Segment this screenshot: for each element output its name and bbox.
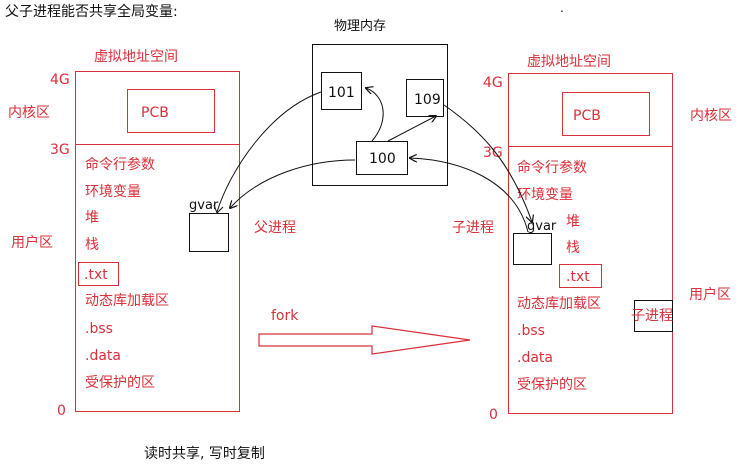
child-segment-txt: .txt bbox=[566, 269, 590, 285]
parent-segment-stack: 栈 bbox=[85, 237, 99, 253]
memory-cell-109: 109 bbox=[406, 79, 444, 117]
child-segment-dynlib: 动态库加载区 bbox=[517, 296, 601, 312]
parent-segment-heap: 堆 bbox=[85, 210, 99, 226]
child-segment-txt-box: .txt bbox=[559, 264, 602, 288]
memory-cell-101-value: 101 bbox=[328, 85, 355, 101]
parent-gvar-box bbox=[189, 213, 229, 252]
memory-cell-100-value: 100 bbox=[369, 151, 396, 167]
child-segment-stack: 栈 bbox=[566, 240, 580, 256]
arrowhead-gvar-upper bbox=[213, 204, 224, 214]
child-kernel-label: 内核区 bbox=[690, 108, 732, 124]
child-gvar-box bbox=[513, 233, 552, 265]
memory-cell-109-value: 109 bbox=[414, 92, 441, 108]
parent-pcb-label: PCB bbox=[141, 105, 169, 121]
child-segment-bss: .bss bbox=[517, 323, 545, 339]
child-segment-data: .data bbox=[517, 350, 553, 366]
child-address-space bbox=[508, 73, 673, 414]
stray-dot: . bbox=[560, 1, 564, 15]
parent-segment-cmdline: 命令行参数 bbox=[85, 157, 155, 173]
child-side-box-label: 子进程 bbox=[631, 308, 673, 324]
caption: 读时共享, 写时复制 bbox=[144, 446, 265, 462]
child-pcb-box: PCB bbox=[562, 92, 650, 136]
parent-gvar-label: gvar bbox=[189, 198, 219, 213]
child-addr-0: 0 bbox=[489, 407, 498, 423]
parent-segment-dynlib: 动态库加载区 bbox=[85, 293, 169, 309]
parent-pcb-box: PCB bbox=[127, 89, 215, 133]
parent-kernel-label: 内核区 bbox=[8, 105, 50, 121]
arrow-109-to-child-gvar bbox=[443, 104, 532, 222]
parent-address-space bbox=[75, 71, 240, 412]
fork-label: fork bbox=[271, 308, 299, 324]
physical-memory-label: 物理内存 bbox=[334, 19, 387, 34]
parent-addr-3g: 3G bbox=[50, 142, 70, 158]
child-process-label: 子进程 bbox=[452, 220, 494, 236]
arrow-child-gvar-to-100 bbox=[410, 158, 529, 233]
parent-segment-env: 环境变量 bbox=[85, 184, 141, 200]
parent-user-label: 用户区 bbox=[11, 235, 53, 251]
parent-segment-protected: 受保护的区 bbox=[85, 375, 155, 391]
child-header: 虚拟地址空间 bbox=[527, 54, 611, 70]
parent-process-label: 父进程 bbox=[254, 220, 296, 236]
child-pcb-label: PCB bbox=[573, 108, 601, 124]
child-addr-3g: 3G bbox=[483, 145, 503, 161]
fork-arrow bbox=[258, 325, 471, 355]
child-kernel-divider bbox=[508, 146, 673, 147]
child-user-label: 用户区 bbox=[689, 287, 731, 303]
memory-cell-101: 101 bbox=[321, 72, 362, 110]
parent-segment-txt: .txt bbox=[84, 267, 108, 283]
parent-segment-data: .data bbox=[85, 348, 121, 364]
child-segment-env: 环境变量 bbox=[517, 187, 573, 203]
arrow-gvar-to-101 bbox=[216, 91, 322, 213]
diagram-title: 父子进程能否共享全局变量: bbox=[5, 4, 178, 20]
parent-kernel-divider bbox=[75, 144, 240, 145]
parent-segment-bss: .bss bbox=[85, 321, 113, 337]
child-segment-heap: 堆 bbox=[566, 214, 580, 230]
child-segment-cmdline: 命令行参数 bbox=[517, 160, 587, 176]
arrow-100-to-101 bbox=[366, 88, 384, 142]
memory-cell-100: 100 bbox=[356, 141, 408, 175]
child-segment-protected: 受保护的区 bbox=[517, 377, 587, 393]
parent-segment-txt-box: .txt bbox=[78, 262, 119, 286]
parent-addr-4g: 4G bbox=[50, 72, 70, 88]
child-side-box: 子进程 bbox=[631, 300, 673, 332]
child-addr-4g: 4G bbox=[483, 75, 503, 91]
parent-header: 虚拟地址空间 bbox=[94, 49, 178, 65]
parent-addr-0: 0 bbox=[57, 403, 66, 419]
arrow-100-to-gvar bbox=[230, 159, 356, 208]
arrow-100-to-109 bbox=[387, 116, 436, 142]
child-gvar-label: gvar bbox=[527, 219, 557, 234]
